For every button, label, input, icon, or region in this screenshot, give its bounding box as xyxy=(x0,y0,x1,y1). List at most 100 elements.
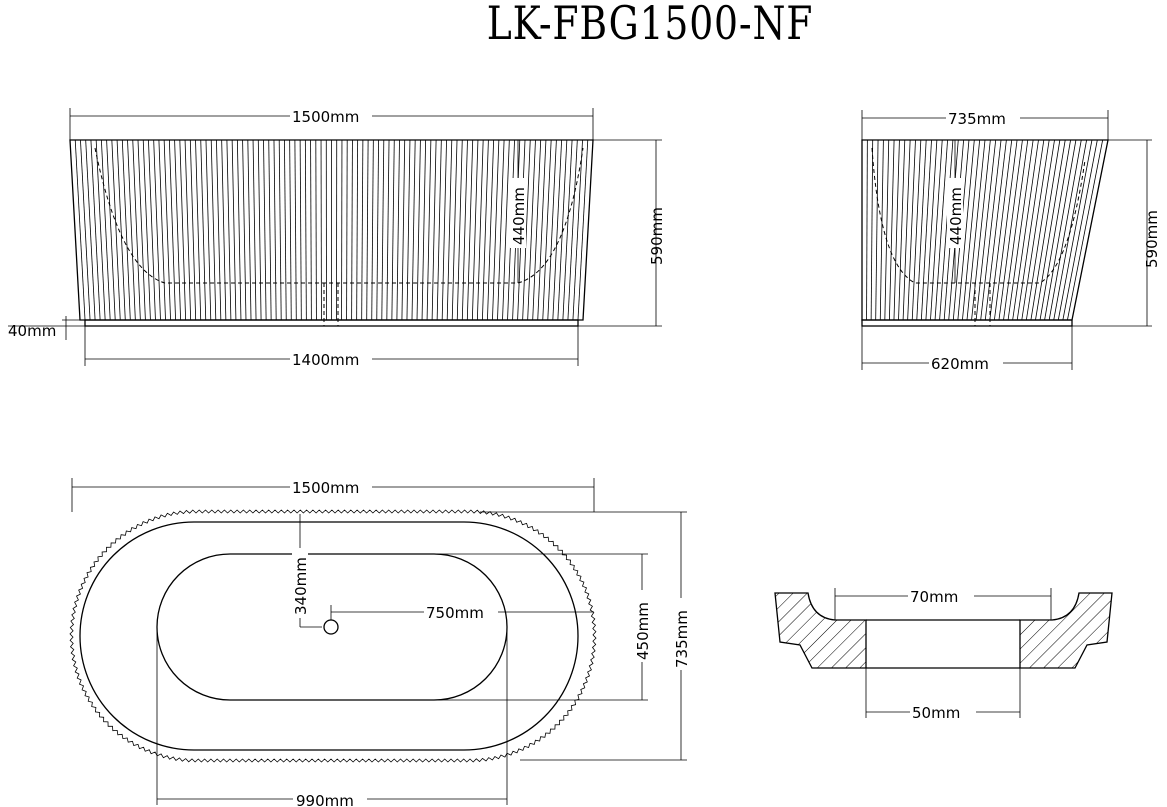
flute-line xyxy=(572,139,583,321)
side-height-label: 590mm xyxy=(1143,210,1161,268)
drain-top-diameter-label: 70mm xyxy=(910,588,958,606)
drain-section: 70mm 50mm xyxy=(774,587,1113,722)
side-base xyxy=(861,319,1073,327)
flute-line xyxy=(74,139,86,321)
flute-line xyxy=(552,139,563,321)
flute-line xyxy=(975,139,997,321)
flute-line xyxy=(421,139,427,321)
front-body-outline xyxy=(69,139,594,321)
flute-line xyxy=(351,139,353,321)
flute-line xyxy=(502,139,510,321)
flute-line xyxy=(216,139,222,321)
front-depth-label: 440mm xyxy=(510,187,528,245)
flute-line xyxy=(179,139,187,321)
flute-line xyxy=(471,139,479,321)
flute-line xyxy=(993,139,1018,321)
drain-offset-x-label: 750mm xyxy=(426,604,484,622)
flute-line xyxy=(1016,139,1045,321)
flute-line xyxy=(542,139,552,321)
flute-line xyxy=(294,139,297,321)
flute-line xyxy=(930,139,943,321)
flute-line xyxy=(80,139,91,321)
drain-bottom-diameter-label: 50mm xyxy=(912,704,960,722)
flute-line xyxy=(989,139,1013,321)
flute-line xyxy=(888,139,895,321)
flute-line xyxy=(1021,139,1050,321)
flute-line xyxy=(168,139,176,321)
flute-line xyxy=(476,139,484,321)
flute-line xyxy=(1067,139,1104,321)
drain-section-right xyxy=(1019,592,1113,669)
side-view: 735mm 590mm 440mm 620mm xyxy=(861,109,1161,373)
side-depth-label: 440mm xyxy=(947,187,965,245)
flute-line xyxy=(870,139,874,321)
flute-line xyxy=(263,139,267,321)
flute-line xyxy=(461,139,468,321)
flute-line xyxy=(153,139,161,321)
flute-line xyxy=(184,139,192,321)
side-inner-profile xyxy=(871,147,1086,284)
flute-line xyxy=(174,139,181,321)
inner-width-label: 450mm xyxy=(634,602,652,660)
top-view: 1500mm 340mm 750mm 450mm 735mm 990mm xyxy=(69,478,691,807)
flute-line xyxy=(532,139,542,321)
flute-line xyxy=(210,139,217,321)
flute-line xyxy=(980,139,1002,321)
flute-line xyxy=(1039,139,1071,321)
flute-line xyxy=(902,139,911,321)
flute-line xyxy=(1048,139,1082,321)
flute-line xyxy=(361,139,364,321)
flute-line xyxy=(884,139,890,321)
flute-line xyxy=(487,139,495,321)
flute-line xyxy=(1044,139,1077,321)
flute-line xyxy=(971,139,991,321)
flute-line xyxy=(911,139,922,321)
inner-length-label: 990mm xyxy=(296,792,354,807)
flute-line xyxy=(537,139,547,321)
flute-line xyxy=(90,139,101,321)
flute-line xyxy=(132,139,141,321)
flute-line xyxy=(893,139,900,321)
flute-line xyxy=(547,139,557,321)
flute-line xyxy=(252,139,257,321)
front-base-label: 40mm xyxy=(8,322,56,340)
flute-line xyxy=(273,139,277,321)
flute-line xyxy=(376,139,379,321)
top-width-label: 735mm xyxy=(673,610,691,668)
flute-line xyxy=(142,139,151,321)
front-view: 1500mm 590mm 440mm 1400mm 40mm xyxy=(8,107,666,369)
flute-line xyxy=(522,139,531,321)
side-width-bottom-label: 620mm xyxy=(931,355,989,373)
drain-hole xyxy=(323,619,339,635)
flute-line xyxy=(231,139,237,321)
flute-line xyxy=(284,139,287,321)
flute-line xyxy=(934,139,948,321)
flute-line xyxy=(939,139,954,321)
flute-line xyxy=(925,139,938,321)
flute-line xyxy=(916,139,927,321)
flute-line xyxy=(116,139,126,321)
flute-line xyxy=(242,139,247,321)
flute-line xyxy=(310,139,312,321)
flute-line xyxy=(562,139,573,321)
flute-line xyxy=(497,139,505,321)
top-outer-fluted-edge xyxy=(69,509,597,763)
top-basin xyxy=(156,553,508,701)
front-fluting xyxy=(74,139,589,321)
flute-line xyxy=(962,139,981,321)
flute-line xyxy=(148,139,156,321)
flute-line xyxy=(879,139,884,321)
front-width-bottom-label: 1400mm xyxy=(292,351,359,369)
front-height-label: 590mm xyxy=(648,207,666,265)
flute-line xyxy=(195,139,202,321)
flute-line xyxy=(446,139,453,321)
flute-line xyxy=(221,139,227,321)
flute-line xyxy=(401,139,406,321)
flute-line xyxy=(441,139,447,321)
flute-line xyxy=(346,139,348,321)
flute-line xyxy=(557,139,568,321)
flute-line xyxy=(95,139,106,321)
flute-line xyxy=(875,139,879,321)
flute-line xyxy=(1012,139,1039,321)
flute-line xyxy=(366,139,369,321)
